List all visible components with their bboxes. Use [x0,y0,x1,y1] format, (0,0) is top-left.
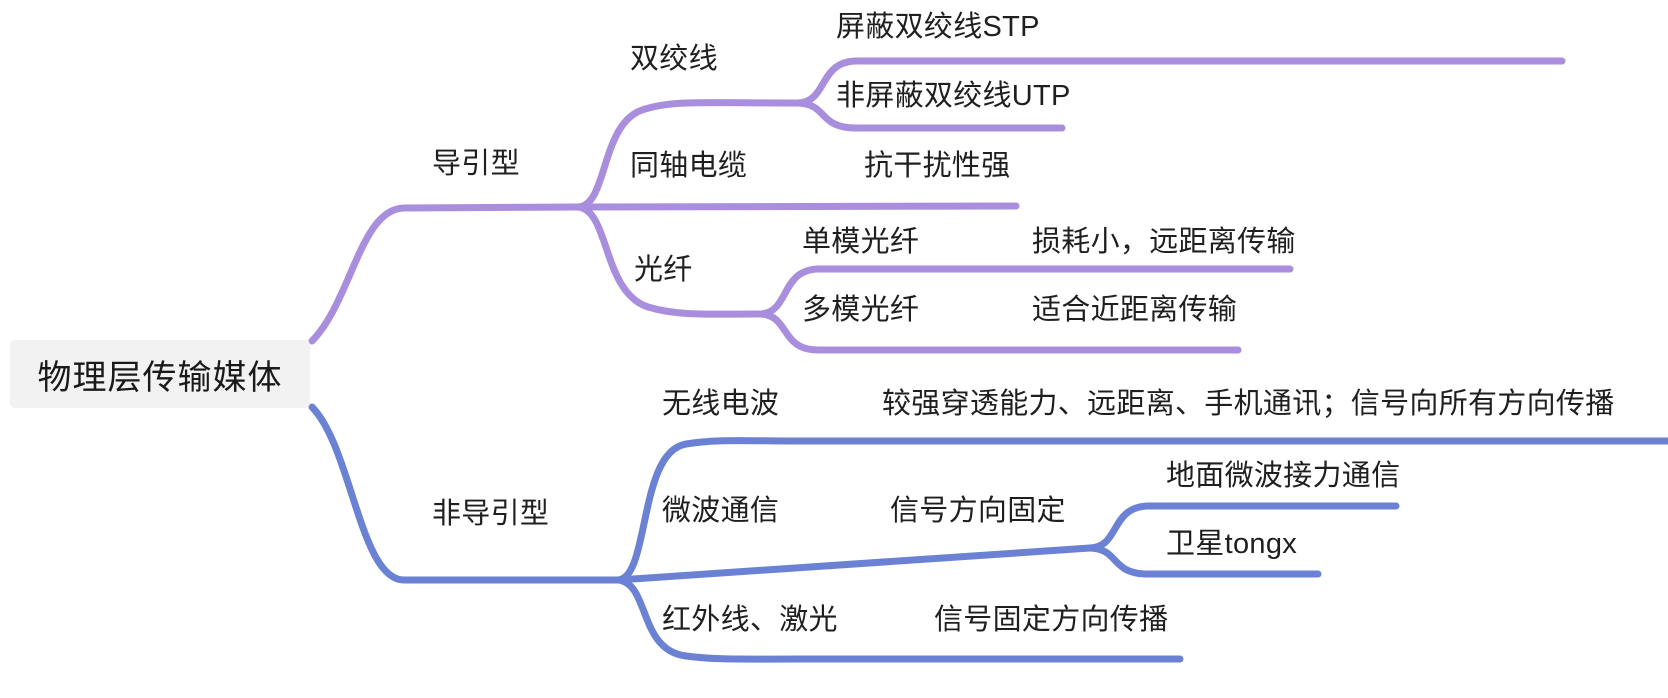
node-single-mode-fiber-label: 单模光纤 [802,226,920,258]
node-infrared-laser-label: 红外线、激光 [662,604,838,636]
node-stp-label: 屏蔽双绞线STP [836,11,1040,43]
node-fiber[interactable]: 光纤 [634,256,693,285]
node-infrared-laser-desc[interactable]: 信号固定方向传播 [934,606,1168,635]
node-utp[interactable]: 非屏蔽双绞线UTP [836,82,1071,111]
connector-root-to-unguided [308,403,622,584]
node-coaxial[interactable]: 同轴电缆 [630,152,747,181]
connector-guided-to-twistedpair [574,99,802,211]
node-multi-mode-fiber-desc[interactable]: 适合近距离传输 [1032,296,1237,325]
connector-guided-to-coaxial [574,202,1020,211]
node-stp[interactable]: 屏蔽双绞线STP [836,13,1040,42]
node-radio-wave-label: 无线电波 [662,388,780,420]
node-utp-label: 非屏蔽双绞线UTP [836,80,1071,112]
node-coaxial-label: 同轴电缆 [630,150,748,182]
node-satellite[interactable]: 卫星tongx [1166,530,1297,559]
node-unguided-label: 非导引型 [432,498,550,530]
connector-fiber-to-multi-mode [756,310,1242,354]
node-unguided[interactable]: 非导引型 [432,500,549,529]
node-infrared-laser[interactable]: 红外线、激光 [662,606,838,635]
root-node[interactable]: 物理层传输媒体 [10,340,310,408]
node-radio-wave-desc[interactable]: 较强穿透能力、远距离、手机通讯；信号向所有方向传播 [882,390,1615,419]
connector-unguided-to-microwave [614,544,1094,584]
connector-root-to-guided [308,203,582,345]
root-node-label: 物理层传输媒体 [37,358,283,397]
connector-guided-to-fiber [574,203,764,318]
node-guided[interactable]: 导引型 [432,150,520,179]
connector-microwave-to-satellite [1086,544,1322,578]
node-fiber-label: 光纤 [634,254,693,286]
connector-fiber-to-single-mode [756,265,1294,318]
node-microwave-desc[interactable]: 信号方向固定 [890,497,1066,526]
node-infrared-laser-desc-label: 信号固定方向传播 [934,604,1169,636]
node-radio-wave[interactable]: 无线电波 [662,390,779,419]
node-satellite-label: 卫星tongx [1166,528,1298,560]
node-microwave-desc-label: 信号方向固定 [890,495,1066,527]
node-single-mode-fiber-desc[interactable]: 损耗小，远距离传输 [1032,228,1296,257]
node-microwave-label: 微波通信 [662,495,780,527]
connector-unguided-to-radio [614,437,1668,584]
node-multi-mode-fiber-desc-label: 适合近距离传输 [1032,294,1238,326]
node-coaxial-desc[interactable]: 抗干扰性强 [864,152,1011,181]
node-coaxial-desc-label: 抗干扰性强 [864,150,1011,182]
connector-twistedpair-to-utp [794,99,1066,132]
node-multi-mode-fiber-label: 多模光纤 [802,294,920,326]
node-twisted-pair-label: 双绞线 [630,43,718,75]
node-single-mode-fiber-desc-label: 损耗小，远距离传输 [1032,226,1296,258]
node-microwave[interactable]: 微波通信 [662,497,779,526]
node-radio-wave-desc-label: 较强穿透能力、远距离、手机通讯；信号向所有方向传播 [882,388,1615,420]
node-twisted-pair[interactable]: 双绞线 [630,45,718,74]
node-guided-label: 导引型 [432,148,520,180]
node-terrestrial-microwave-label: 地面微波接力通信 [1166,460,1401,492]
connector-unguided-to-infrared [614,576,1184,663]
node-multi-mode-fiber[interactable]: 多模光纤 [802,296,919,325]
node-single-mode-fiber[interactable]: 单模光纤 [802,228,919,257]
node-terrestrial-microwave[interactable]: 地面微波接力通信 [1166,462,1400,491]
